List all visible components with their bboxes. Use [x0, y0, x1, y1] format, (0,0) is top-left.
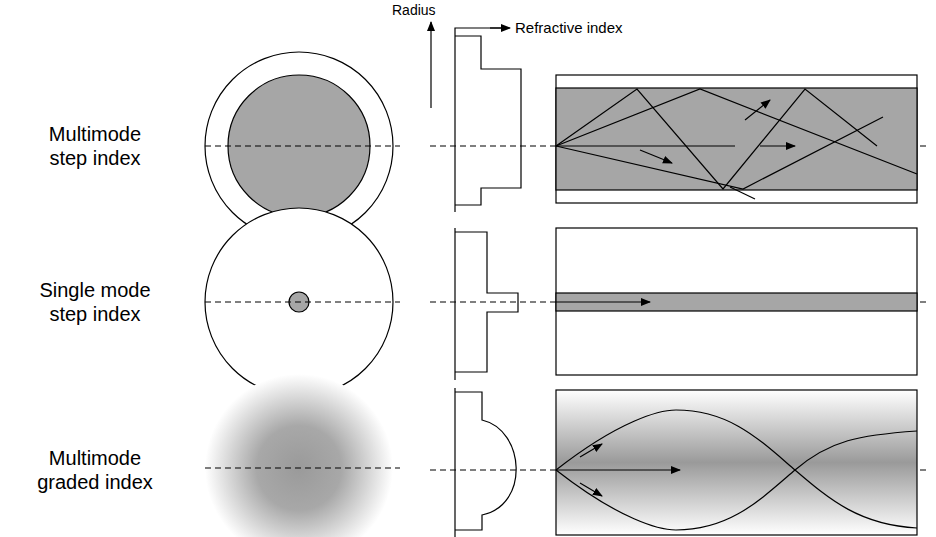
axis-label: Refractive index	[515, 19, 623, 37]
fiber-type-label: Multimode graded index	[30, 446, 160, 494]
fiber-type-label: Multimode step index	[30, 122, 160, 170]
axis-label: Radius	[392, 2, 436, 19]
radius-axis	[430, 22, 431, 108]
fiber-type-label: Single mode step index	[30, 278, 160, 326]
index-axis	[455, 28, 505, 36]
